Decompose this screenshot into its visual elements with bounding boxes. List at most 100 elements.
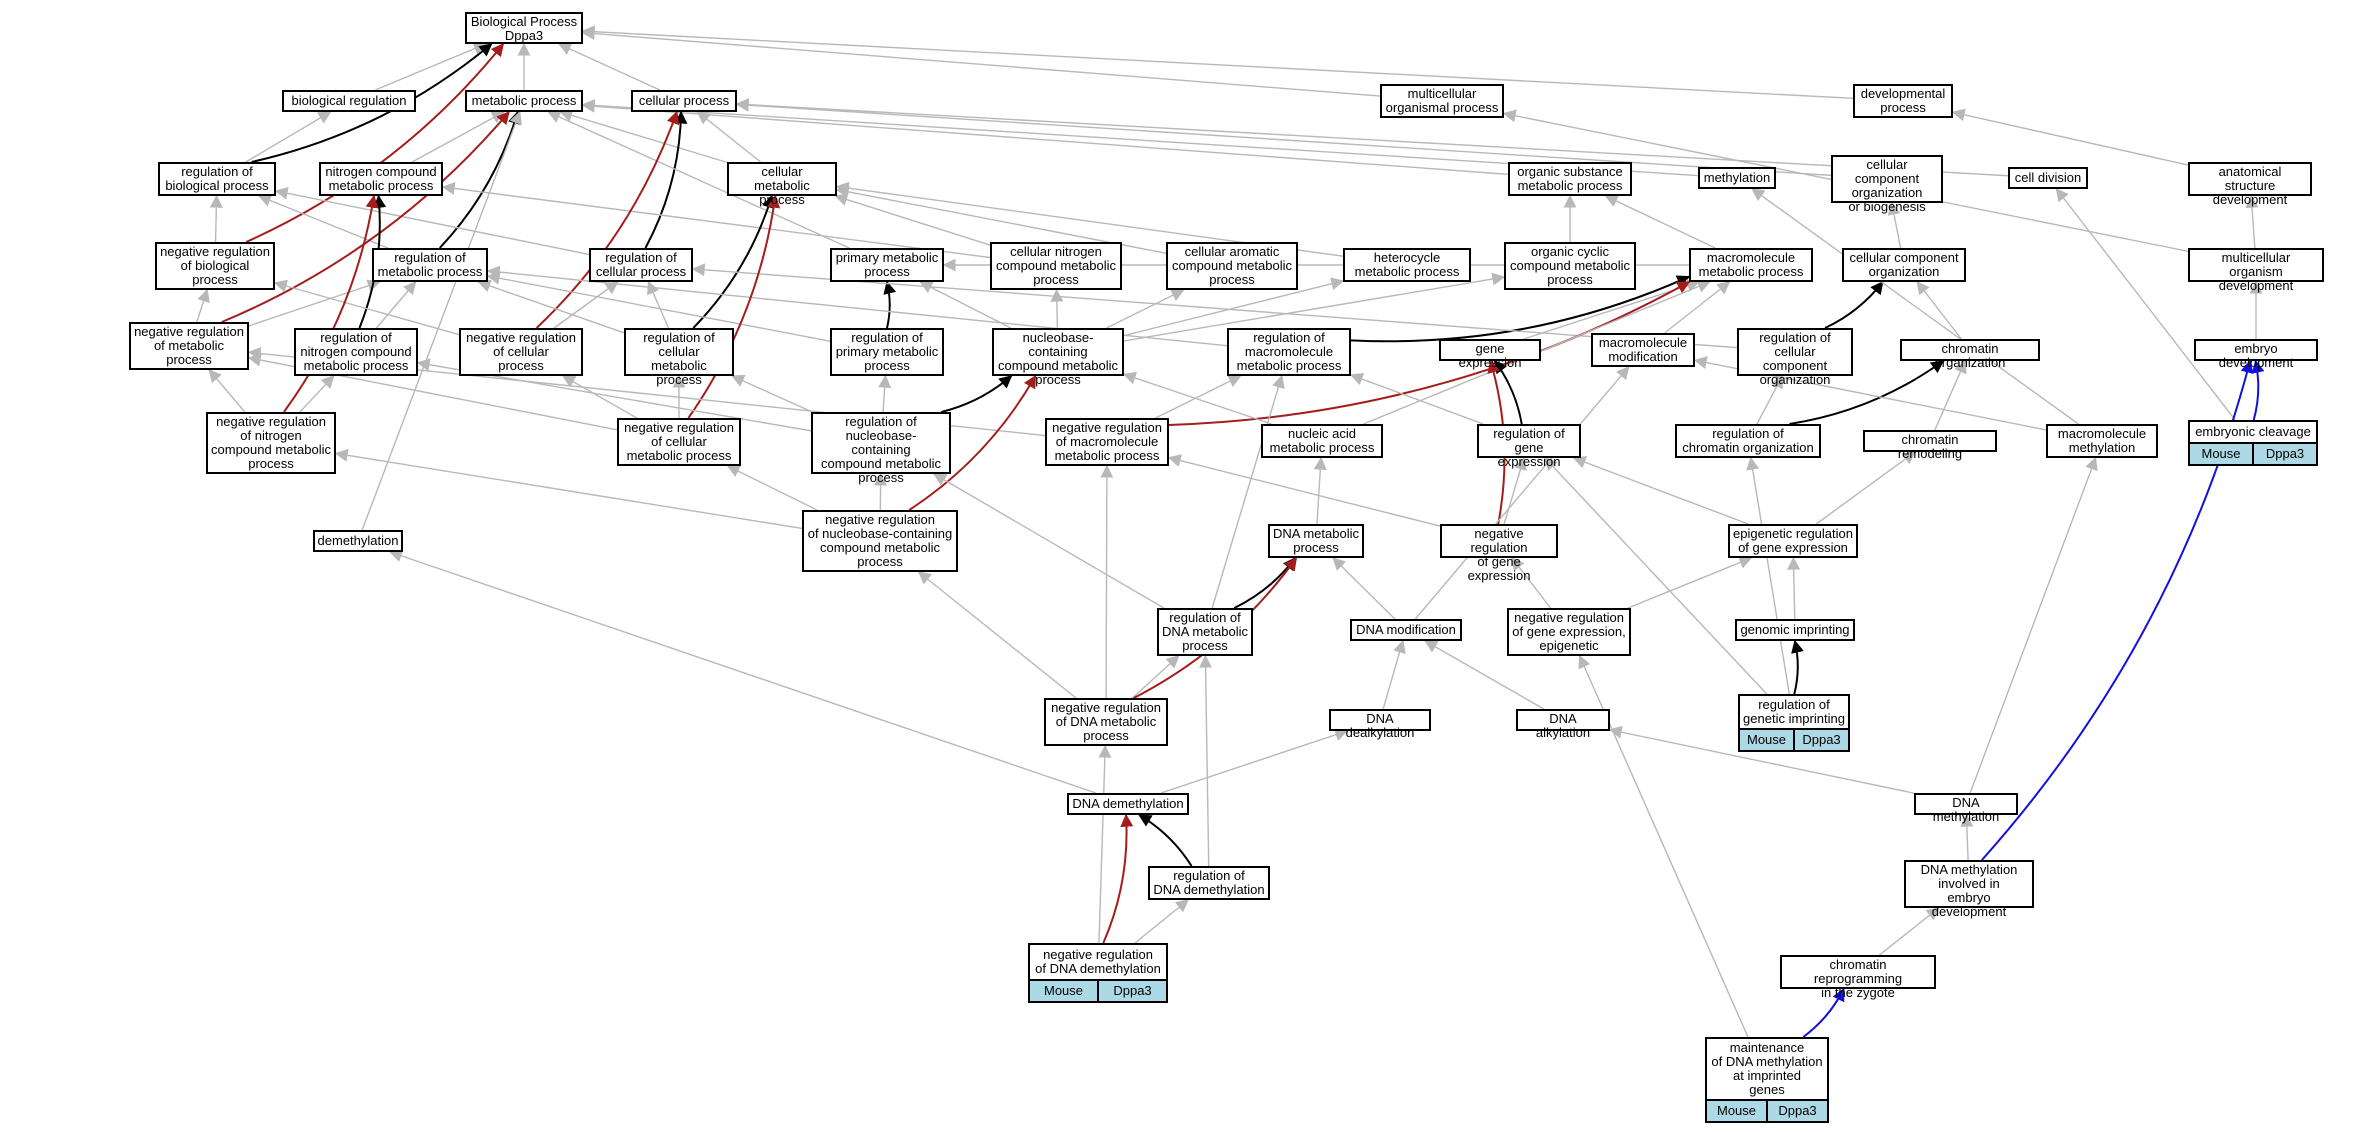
go-term-reg-chromorg[interactable]: regulation of chromatin organization	[1675, 424, 1821, 458]
go-term-negreg-nucbase[interactable]: negative regulation of nucleobase-contai…	[802, 510, 958, 572]
go-term-negreg-macro[interactable]: negative regulation of macromolecule met…	[1045, 418, 1169, 466]
go-term-negreg-geneexp-epi[interactable]: negative regulation of gene expression, …	[1507, 608, 1631, 656]
go-term-maint[interactable]: maintenance of DNA methylation at imprin…	[1705, 1037, 1829, 1123]
go-term-ccorg-bio[interactable]: cellular component organization or bioge…	[1831, 155, 1943, 214]
go-term-negreg-cell[interactable]: negative regulation of cellular process	[459, 328, 583, 376]
go-term-label: DNA alkylation	[1535, 711, 1591, 740]
go-term-cellarom[interactable]: cellular aromatic compound metabolic pro…	[1166, 242, 1298, 290]
edge-is-a	[735, 98, 1832, 177]
go-term-reg-dnametab[interactable]: regulation of DNA metabolic process	[1157, 608, 1253, 656]
edge-is-a	[1131, 655, 1180, 699]
edge-is-a	[1332, 557, 1396, 620]
go-term-anat[interactable]: anatomical structure development	[2188, 162, 2312, 207]
go-term-reg-ccorg[interactable]: regulation of cellular component organiz…	[1737, 328, 1853, 387]
go-term-bp[interactable]: Biological Process Dppa3	[465, 12, 583, 44]
go-term-epigen[interactable]: epigenetic regulation of gene expression	[1728, 524, 1858, 558]
go-term-label: nucleobase-containing compound metabolic…	[998, 330, 1118, 387]
go-term-dnadealk[interactable]: DNA dealkylation	[1329, 709, 1431, 740]
edge-is-a	[1160, 728, 1349, 794]
go-term-label: negative regulation of nitrogen compound…	[211, 414, 331, 471]
go-term-macro[interactable]: macromolecule metabolic process	[1689, 248, 1813, 282]
go-term-label: chromatin organization	[1934, 341, 2006, 370]
go-term-macromod[interactable]: macromolecule modification	[1591, 333, 1695, 367]
go-term-negreg-metab[interactable]: negative regulation of metabolic process	[129, 322, 249, 370]
edge-is-a	[1134, 899, 1190, 944]
go-term-dnametab[interactable]: DNA metabolic process	[1268, 524, 1364, 558]
edge-is-a	[1572, 456, 1749, 525]
go-term-celldiv[interactable]: cell division	[2008, 167, 2088, 189]
edge-negatively-regulates	[221, 111, 510, 323]
go-term-geneexp[interactable]: gene expression	[1439, 339, 1541, 370]
go-term-dnaalk[interactable]: DNA alkylation	[1516, 709, 1610, 740]
go-term-negreg-cellmetab[interactable]: negative regulation of cellular metaboli…	[617, 418, 741, 466]
go-term-ccorg[interactable]: cellular component organization	[1842, 248, 1966, 282]
go-term-chromremod[interactable]: chromatin remodeling	[1863, 430, 1997, 461]
go-term-cellmetab[interactable]: cellular metabolic process	[727, 162, 837, 207]
go-term-reg-nucbase[interactable]: regulation of nucleobase-containing comp…	[811, 412, 951, 485]
go-term-negreg-nitro[interactable]: negative regulation of nitrogen compound…	[206, 412, 336, 474]
go-term-dnamethyl[interactable]: DNA methylation	[1914, 793, 2018, 824]
go-term-orgcyc[interactable]: organic cyclic compound metabolic proces…	[1504, 242, 1636, 290]
annotation-gene: Dppa3	[1097, 981, 1166, 1001]
go-term-nitro[interactable]: nitrogen compound metabolic process	[319, 162, 443, 196]
edge-is-a	[1122, 371, 1272, 425]
go-term-dnademeth[interactable]: DNA demethylation	[1067, 793, 1189, 815]
go-term-demeth[interactable]: demethylation	[313, 530, 403, 552]
edge-negatively-regulates	[1168, 281, 1691, 426]
go-term-embdev[interactable]: embryo development	[2194, 339, 2318, 370]
edge-is-a	[1414, 366, 1630, 620]
edge-part-of	[2251, 359, 2265, 421]
go-term-label: regulation of biological process	[165, 164, 269, 193]
go-term-biol-reg[interactable]: biological regulation	[282, 90, 416, 112]
edge-is-a	[696, 111, 762, 163]
edge-is-a	[581, 99, 1509, 176]
go-term-negreg-dnademeth[interactable]: negative regulation of DNA demethylation…	[1028, 943, 1168, 1003]
go-term-orgsub[interactable]: organic substance metabolic process	[1508, 162, 1632, 196]
go-term-mcorg[interactable]: multicellular organismal process	[1380, 84, 1504, 118]
go-term-primary[interactable]: primary metabolic process	[830, 248, 944, 282]
go-term-macromethyl[interactable]: macromolecule methylation	[2046, 424, 2158, 458]
edge-is-a	[933, 473, 1165, 609]
edge-is-a	[2245, 194, 2259, 249]
go-term-metab[interactable]: metabolic process	[465, 90, 583, 112]
go-term-devproc[interactable]: developmental process	[1853, 84, 1953, 118]
go-term-dnamethyl-emb[interactable]: DNA methylation involved in embryo devel…	[1904, 860, 2034, 919]
go-term-reg-metab[interactable]: regulation of metabolic process	[372, 248, 488, 282]
go-term-label: negative regulation of cellular metaboli…	[624, 420, 734, 463]
edge-negatively-regulates	[1102, 813, 1134, 944]
edge-negatively-regulates	[283, 194, 379, 413]
go-term-reg-cell[interactable]: regulation of cellular process	[589, 248, 693, 282]
go-term-nucacid[interactable]: nucleic acid metabolic process	[1261, 424, 1383, 458]
edge-positively-regulates	[1789, 360, 1945, 425]
go-term-reg-biol[interactable]: regulation of biological process	[158, 162, 276, 196]
go-term-reg-nitro[interactable]: regulation of nitrogen compound metaboli…	[294, 328, 418, 376]
go-term-negreg-dnametab[interactable]: negative regulation of DNA metabolic pro…	[1044, 698, 1168, 746]
go-term-reg-cellmetab[interactable]: regulation of cellular metabolic process	[624, 328, 734, 387]
go-term-reg-dnademeth[interactable]: regulation of DNA demethylation	[1148, 866, 1270, 900]
go-term-reg-primary[interactable]: regulation of primary metabolic process	[830, 328, 944, 376]
edge-is-a	[1879, 907, 1940, 956]
edge-is-a	[1199, 654, 1213, 867]
go-term-nucbase[interactable]: nucleobase-containing compound metabolic…	[992, 328, 1124, 387]
go-term-hetero[interactable]: heterocycle metabolic process	[1343, 248, 1471, 282]
go-term-negreg-geneexp[interactable]: negative regulation of gene expression	[1440, 524, 1558, 583]
go-term-cellproc[interactable]: cellular process	[631, 90, 737, 112]
go-term-chromorg[interactable]: chromatin organization	[1900, 339, 2040, 370]
go-term-reg-geneexp[interactable]: regulation of gene expression	[1477, 424, 1581, 469]
go-term-genimprint[interactable]: genomic imprinting	[1735, 619, 1855, 641]
go-term-chromrepro[interactable]: chromatin reprogramming in the zygote	[1780, 955, 1936, 1000]
go-term-cellnitro[interactable]: cellular nitrogen compound metabolic pro…	[990, 242, 1122, 290]
go-term-methyl[interactable]: methylation	[1698, 167, 1776, 189]
go-term-dnamod[interactable]: DNA modification	[1350, 619, 1462, 641]
edge-is-a	[1969, 456, 2098, 794]
go-term-reg-macro[interactable]: regulation of macromolecule metabolic pr…	[1227, 328, 1351, 376]
go-term-label: gene expression	[1458, 341, 1522, 370]
go-term-negreg-biol[interactable]: negative regulation of biological proces…	[155, 242, 275, 290]
edge-positively-regulates	[644, 110, 688, 249]
go-term-mcdev[interactable]: multicellular organism development	[2188, 248, 2324, 293]
